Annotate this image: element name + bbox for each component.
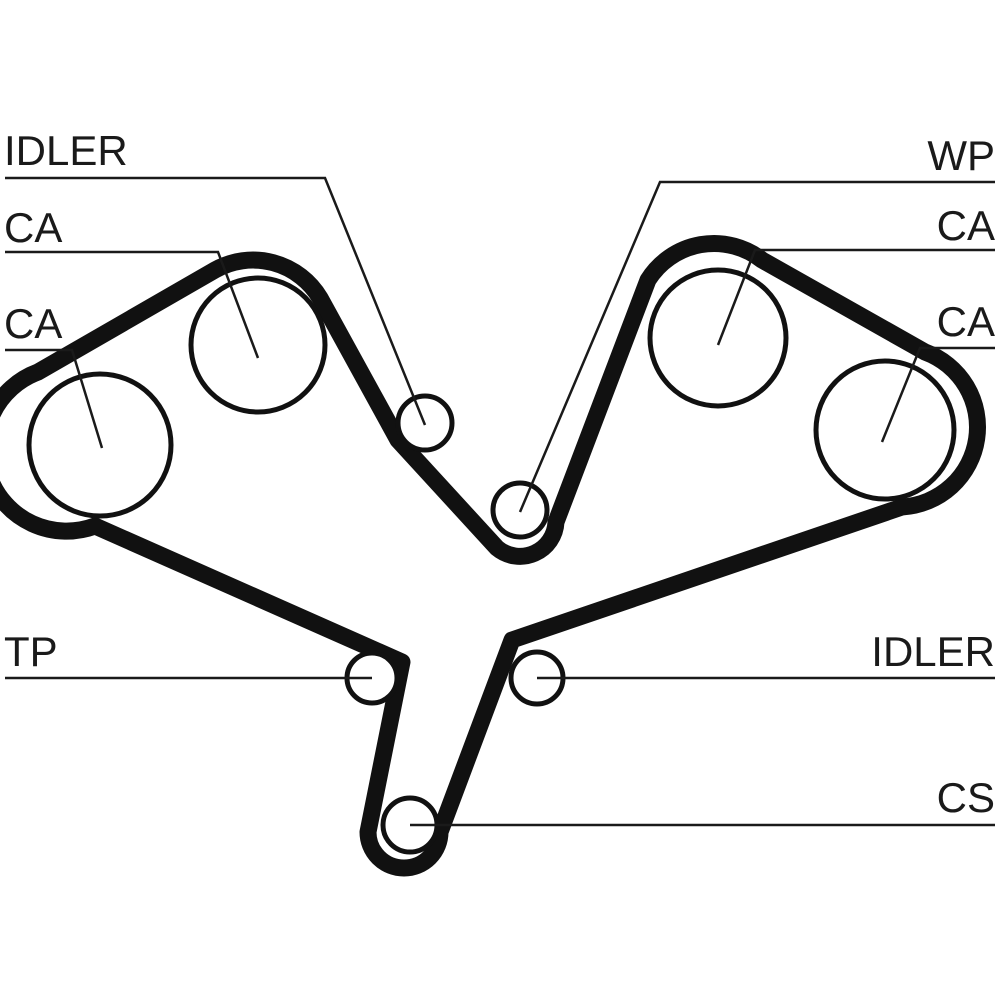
label-idler-top: IDLER [4,127,128,174]
pulley-ca-right-upper [647,267,789,409]
label-wp: WP [927,132,995,179]
leader-ca-right-upper [716,248,995,346]
label-ca-left-upper: CA [4,204,62,251]
pulley-ca-right [813,358,957,502]
label-cs: CS [937,774,995,821]
label-ca-right-upper: CA [937,202,995,249]
label-tp: TP [4,628,58,675]
leader-idler-top [5,176,427,426]
timing-belt [0,235,986,877]
leader-ca-left [5,348,104,449]
label-ca-right: CA [937,298,995,345]
label-idler-bottom: IDLER [871,628,995,675]
leader-ca-left-upper [5,250,260,359]
pulley-ca-left-upper [188,275,328,415]
leader-ca-right [880,346,995,443]
label-ca-left: CA [4,300,62,347]
leader-wp [518,180,995,513]
